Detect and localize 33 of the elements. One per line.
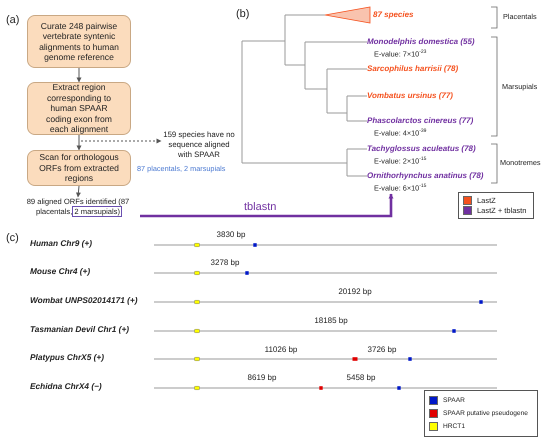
distance-label: 18185 bp xyxy=(314,316,348,326)
track-label: Mouse Chr4 (+) xyxy=(30,267,90,277)
species-label: Tachyglossus aculeatus (78) xyxy=(367,143,476,154)
track-label: Tasmanian Devil Chr1 (+) xyxy=(30,325,130,335)
dashed-arrow xyxy=(78,134,162,144)
process-box: Extract region corresponding to human SPAAR coding exon from each alignment xyxy=(27,82,131,135)
distance-label: 3726 bp xyxy=(368,345,396,354)
edge-label: tblastn xyxy=(242,201,278,213)
species-label: 87 species xyxy=(373,9,414,20)
arrow xyxy=(76,186,81,198)
track-label: Echidna ChrX4 (−) xyxy=(30,382,102,392)
arrow xyxy=(76,134,82,150)
species-label: Sarcophilus harrisii (78) xyxy=(367,63,458,74)
process-box: Scan for orthologous ORFs from extracted regions xyxy=(27,150,131,186)
arrow xyxy=(76,68,82,82)
species-label: Monodelphis domestica (55) xyxy=(367,36,475,47)
track-label: Human Chr9 (+) xyxy=(30,239,92,249)
species-label: Vombatus ursinus (77) xyxy=(367,90,453,101)
panel-letter: (c) xyxy=(6,232,19,245)
panel-letter: (b) xyxy=(236,8,250,21)
species-label: Ornithorhynchus anatinus (78) xyxy=(367,170,484,181)
panel-letter: (a) xyxy=(6,14,20,27)
track-label: Wombat UNPS02014171 (+) xyxy=(30,296,138,306)
distance-label: 3830 bp xyxy=(216,230,246,240)
process-box: Curate 248 pairwise vertebrate syntenic alignments to human genome reference xyxy=(27,15,131,68)
distance-label: 3278 bp xyxy=(210,258,240,268)
species-label: Phascolarctos cinereus (77) xyxy=(367,115,474,126)
distance-label: 11026 bp xyxy=(264,345,298,354)
distance-label: 5458 bp xyxy=(346,373,376,382)
distance-label: 20192 bp xyxy=(338,287,372,296)
distance-label: 8619 bp xyxy=(248,373,276,382)
arrow xyxy=(140,194,394,218)
track-label: Platypus ChrX5 (+) xyxy=(30,353,104,363)
